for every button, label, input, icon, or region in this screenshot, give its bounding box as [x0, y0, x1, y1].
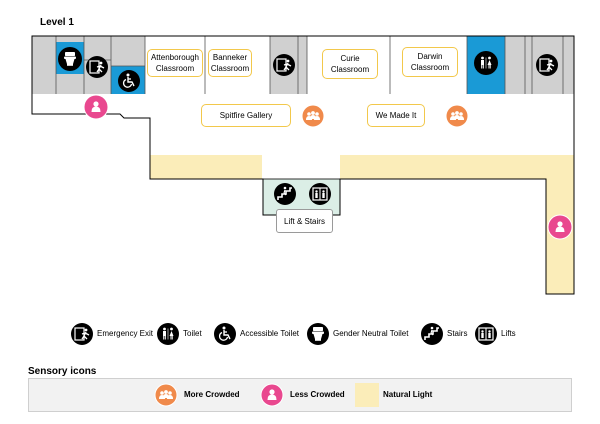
less-crowded-icon — [83, 94, 109, 120]
legend-stairs-label: Stairs — [447, 329, 468, 338]
legend-gender-neutral-toilet-label: Gender Neutral Toilet — [333, 329, 409, 338]
sensory-less-crowded-label: Less Crowded — [290, 390, 345, 399]
lift-icon — [309, 183, 331, 205]
room-label-darwin: Darwin Classroom — [402, 47, 458, 77]
sensory-title: Sensory icons — [28, 366, 97, 377]
more-crowded-icon — [154, 383, 178, 407]
level-title: Level 1 — [40, 17, 74, 28]
stairs-icon — [421, 323, 443, 345]
lift-stairs-label: Lift & Stairs — [276, 209, 333, 233]
emergency-exit-icon — [86, 56, 108, 78]
gender-neutral-toilet-icon — [307, 323, 329, 345]
sensory-key-box — [28, 378, 572, 412]
legend-accessible-toilet-label: Accessible Toilet — [240, 329, 299, 338]
lifts-icon — [475, 323, 497, 345]
toilet-icon — [157, 323, 179, 345]
room-label-curie: Curie Classroom — [322, 49, 378, 79]
more-crowded-icon — [445, 104, 469, 128]
sensory-natural-light-label: Natural Light — [383, 390, 433, 399]
legend-emergency-exit-label: Emergency Exit — [97, 329, 154, 338]
emergency-exit-icon — [536, 54, 558, 76]
toilet-icon — [474, 51, 498, 75]
more-crowded-icon — [301, 104, 325, 128]
less-crowded-icon — [547, 214, 573, 240]
stairs-icon — [274, 183, 296, 205]
less-crowded-icon — [260, 383, 284, 407]
gender-neutral-toilet-icon — [58, 47, 82, 71]
accessible-toilet-icon — [118, 70, 140, 92]
legend-lifts-label: Lifts — [501, 329, 516, 338]
legend-toilet-label: Toilet — [183, 329, 202, 338]
emergency-exit-icon — [71, 323, 93, 345]
natural-light-swatch — [355, 383, 379, 407]
room-label-we-made-it: We Made It — [367, 104, 425, 127]
room-label-banneker: Banneker Classroom — [208, 49, 252, 77]
room-label-spitfire-gallery: Spitfire Gallery — [201, 104, 291, 127]
accessible-toilet-icon — [214, 323, 236, 345]
room-label-attenborough: Attenborough Classroom — [147, 49, 203, 77]
emergency-exit-icon — [273, 54, 295, 76]
sensory-more-crowded-label: More Crowded — [184, 390, 240, 399]
